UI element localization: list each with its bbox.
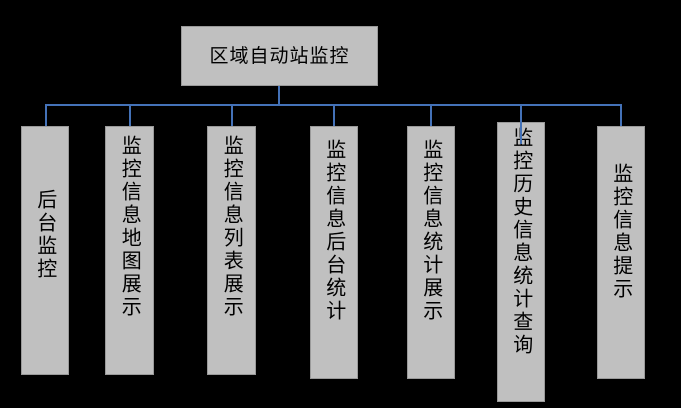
node-child-5-label: 监控信息统计展示 [419, 139, 444, 323]
node-child-5[interactable]: 监控信息统计展示 [407, 126, 455, 379]
node-child-3[interactable]: 监控信息列表展示 [207, 126, 256, 375]
node-child-4[interactable]: 监控信息后台统计 [310, 126, 358, 379]
node-child-6[interactable]: 监控历史信息统计查询 [497, 122, 545, 402]
node-child-1-label: 后台监控 [33, 189, 58, 281]
connector-drop-4 [333, 104, 335, 127]
node-child-1[interactable]: 后台监控 [21, 126, 69, 375]
node-child-3-label: 监控信息列表展示 [220, 135, 245, 319]
connector-drop-5 [430, 104, 432, 127]
node-root[interactable]: 区域自动站监控 [181, 26, 378, 86]
node-root-label: 区域自动站监控 [209, 44, 350, 67]
node-child-4-label: 监控信息后台统计 [322, 139, 347, 323]
connector-drop-6 [520, 104, 522, 144]
node-child-2-label: 监控信息地图展示 [118, 135, 143, 319]
connector-drop-3 [231, 104, 233, 127]
node-child-7-label: 监控信息提示 [609, 163, 634, 301]
connector-root-drop [278, 86, 280, 106]
connector-drop-7 [620, 104, 622, 127]
node-child-6-label: 监控历史信息统计查询 [509, 127, 534, 357]
node-child-7[interactable]: 监控信息提示 [597, 126, 645, 379]
connector-drop-1 [45, 104, 47, 127]
node-child-2[interactable]: 监控信息地图展示 [105, 126, 154, 375]
connector-drop-2 [129, 104, 131, 127]
